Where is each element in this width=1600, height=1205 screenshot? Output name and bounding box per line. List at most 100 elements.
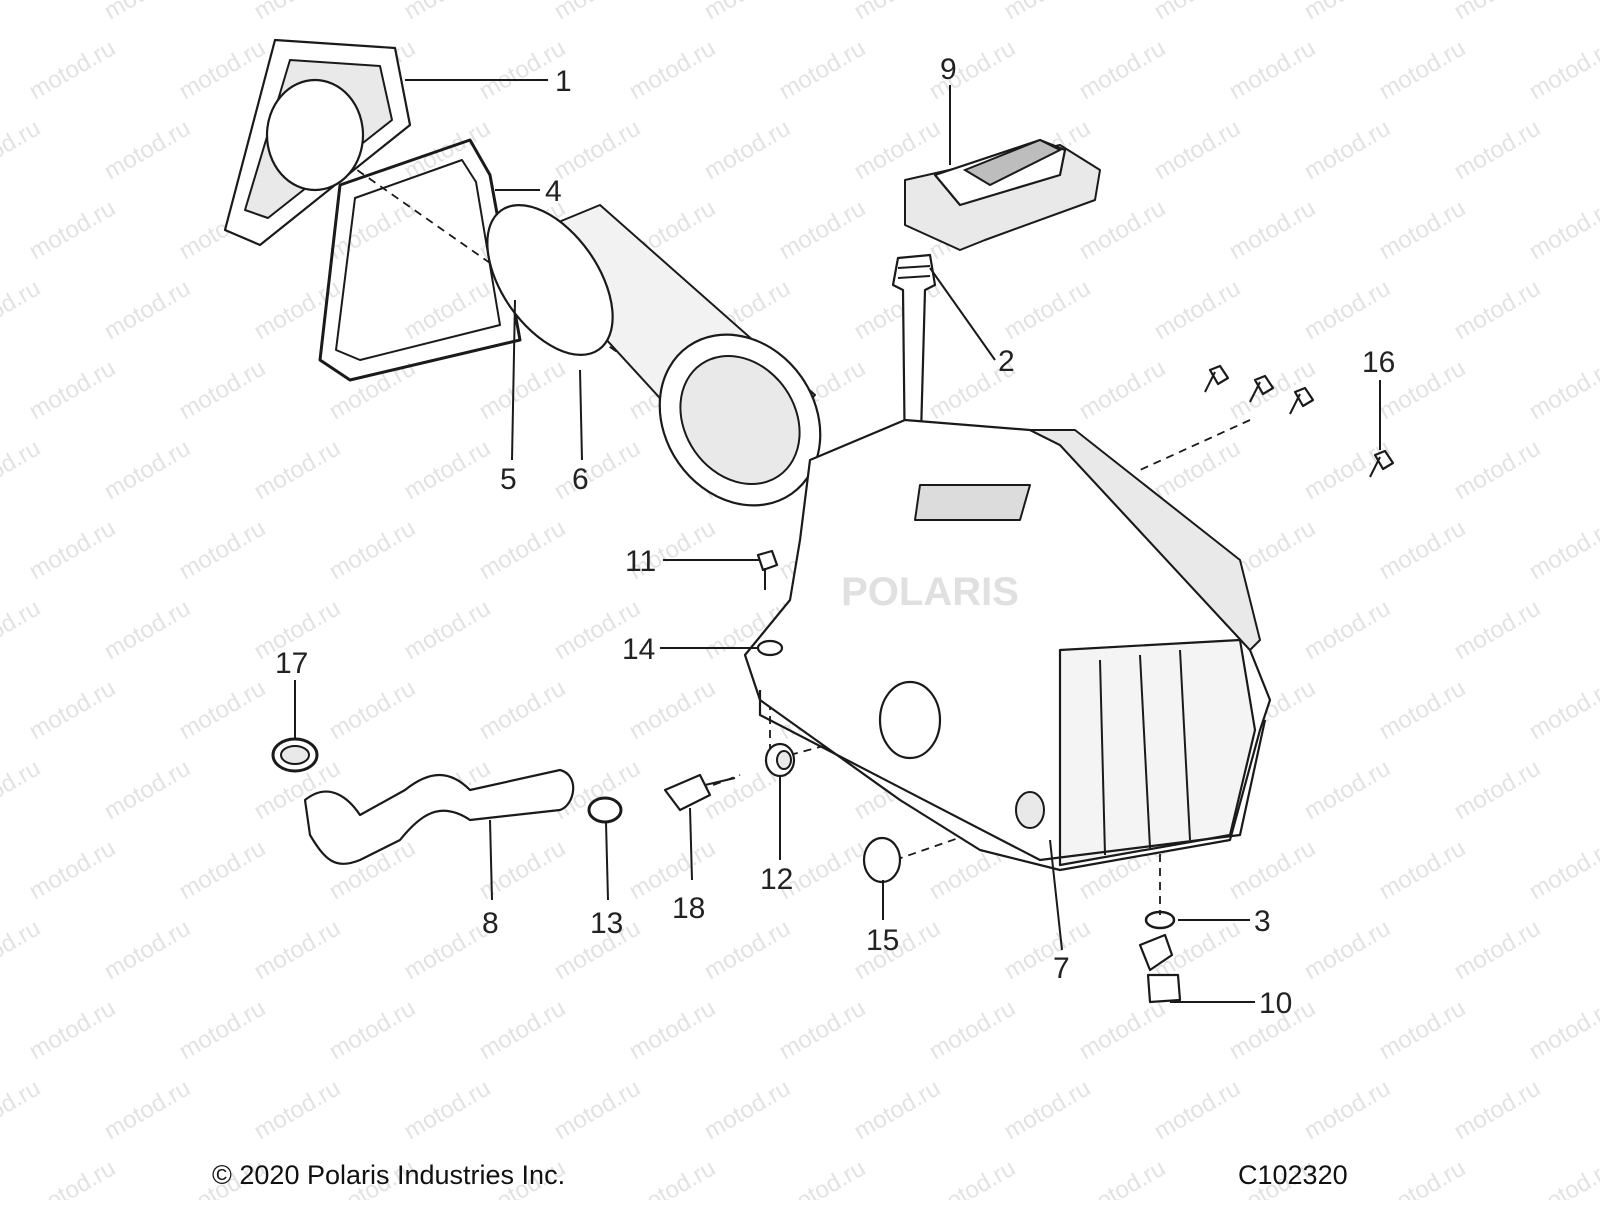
watermark-text: motod.ru xyxy=(1150,0,1246,25)
watermark-text: motod.ru xyxy=(1450,0,1546,25)
watermark-text: motod.ru xyxy=(1000,1074,1096,1145)
watermark-text: motod.ru xyxy=(625,994,721,1065)
watermark-text: motod.ru xyxy=(700,1074,796,1145)
watermark-text: motod.ru xyxy=(1225,834,1321,905)
watermark-text: motod.ru xyxy=(1075,994,1171,1065)
callout-5: 5 xyxy=(500,463,517,496)
watermark-text: motod.ru xyxy=(1525,354,1600,425)
watermark-text: motod.ru xyxy=(0,1074,45,1145)
part-bracket xyxy=(905,140,1100,250)
watermark-text: motod.ru xyxy=(25,34,121,105)
watermark-text: motod.ru xyxy=(925,994,1021,1065)
part-grommet xyxy=(766,744,794,776)
callout-9: 9 xyxy=(940,53,957,86)
watermark-text: motod.ru xyxy=(175,354,271,425)
watermark-text: motod.ru xyxy=(1375,514,1471,585)
watermark-text: motod.ru xyxy=(1000,274,1096,345)
watermark-text: motod.ru xyxy=(1450,274,1546,345)
watermark-text: motod.ru xyxy=(0,914,45,985)
watermark-text: motod.ru xyxy=(250,914,346,985)
callout-1: 1 xyxy=(555,65,572,98)
watermark-text: motod.ru xyxy=(925,34,1021,105)
watermark-text: motod.ru xyxy=(1450,914,1546,985)
callout-12: 12 xyxy=(760,863,793,896)
watermark-text: motod.ru xyxy=(1525,674,1600,745)
watermark-text: motod.ru xyxy=(0,434,45,505)
watermark-text: motod.ru xyxy=(0,594,45,665)
center-logo: POLARIS xyxy=(841,570,1019,614)
watermark-text: motod.ru xyxy=(550,114,646,185)
watermark-text: motod.ru xyxy=(1375,834,1471,905)
callout-4: 4 xyxy=(545,175,562,208)
watermark-text: motod.ru xyxy=(25,674,121,745)
watermark-text: motod.ru xyxy=(100,0,196,25)
watermark-text: motod.ru xyxy=(25,354,121,425)
watermark-text: motod.ru xyxy=(1525,1154,1600,1200)
watermark-text: motod.ru xyxy=(100,114,196,185)
watermark-text: motod.ru xyxy=(1000,0,1096,25)
watermark-text: motod.ru xyxy=(250,1074,346,1145)
watermark-text: motod.ru xyxy=(25,994,121,1065)
watermark-text: motod.ru xyxy=(1525,34,1600,105)
watermark-text: motod.ru xyxy=(1525,994,1600,1065)
watermark-text: motod.ru xyxy=(625,674,721,745)
watermark-text: motod.ru xyxy=(250,434,346,505)
figure-code: C102320 xyxy=(1238,1160,1348,1191)
watermark-text: motod.ru xyxy=(475,674,571,745)
watermark-text: motod.ru xyxy=(775,994,871,1065)
watermark-text: motod.ru xyxy=(100,1074,196,1145)
callout-18: 18 xyxy=(672,892,705,925)
watermark-text: motod.ru xyxy=(1225,34,1321,105)
callout-13: 13 xyxy=(590,907,623,940)
watermark-text: motod.ru xyxy=(100,274,196,345)
watermark-text: motod.ru xyxy=(475,514,571,585)
callout-3: 3 xyxy=(1254,905,1271,938)
watermark-text: motod.ru xyxy=(0,114,45,185)
callout-15: 15 xyxy=(866,924,899,957)
watermark-text: motod.ru xyxy=(1450,1074,1546,1145)
watermark-text: motod.ru xyxy=(1450,434,1546,505)
watermark-text: motod.ru xyxy=(550,1074,646,1145)
watermark-text: motod.ru xyxy=(775,1154,871,1200)
watermark-text: motod.ru xyxy=(325,354,421,425)
watermark-text: motod.ru xyxy=(1375,34,1471,105)
watermark-text: motod.ru xyxy=(250,274,346,345)
watermark-text: motod.ru xyxy=(1150,274,1246,345)
watermark-text: motod.ru xyxy=(475,994,571,1065)
watermark-text: motod.ru xyxy=(1000,914,1096,985)
watermark-text: motod.ru xyxy=(250,0,346,25)
watermark-text: motod.ru xyxy=(475,354,571,425)
watermark-text: motod.ru xyxy=(400,114,496,185)
watermark-text: motod.ru xyxy=(925,1154,1021,1200)
callout-7: 7 xyxy=(1053,952,1070,985)
watermark-text: motod.ru xyxy=(1375,994,1471,1065)
watermark-text: motod.ru xyxy=(1525,514,1600,585)
watermark-text: motod.ru xyxy=(175,514,271,585)
watermark-text: motod.ru xyxy=(1450,754,1546,825)
watermark-text: motod.ru xyxy=(400,594,496,665)
watermark-text: motod.ru xyxy=(1300,274,1396,345)
callout-14: 14 xyxy=(622,633,655,666)
watermark-text: motod.ru xyxy=(550,434,646,505)
watermark-text: motod.ru xyxy=(25,834,121,905)
watermark-text: motod.ru xyxy=(1300,1074,1396,1145)
watermark-text: motod.ru xyxy=(325,514,421,585)
watermark-text: motod.ru xyxy=(1375,194,1471,265)
part-plug xyxy=(864,838,900,882)
watermark-text: motod.ru xyxy=(1300,914,1396,985)
callout-11: 11 xyxy=(625,545,656,578)
watermark-text: motod.ru xyxy=(1450,114,1546,185)
watermark-text: motod.ru xyxy=(175,674,271,745)
watermark-text: motod.ru xyxy=(400,274,496,345)
watermark-text: motod.ru xyxy=(100,914,196,985)
watermark-text: motod.ru xyxy=(25,1154,121,1200)
watermark-text: motod.ru xyxy=(175,34,271,105)
watermark-text: motod.ru xyxy=(1075,194,1171,265)
callout-17: 17 xyxy=(275,647,308,680)
watermark-text: motod.ru xyxy=(325,994,421,1065)
watermark-text: motod.ru xyxy=(775,34,871,105)
watermark-text: motod.ru xyxy=(175,834,271,905)
watermark-text: motod.ru xyxy=(1300,594,1396,665)
callout-8: 8 xyxy=(482,907,499,940)
watermark-text: motod.ru xyxy=(175,994,271,1065)
